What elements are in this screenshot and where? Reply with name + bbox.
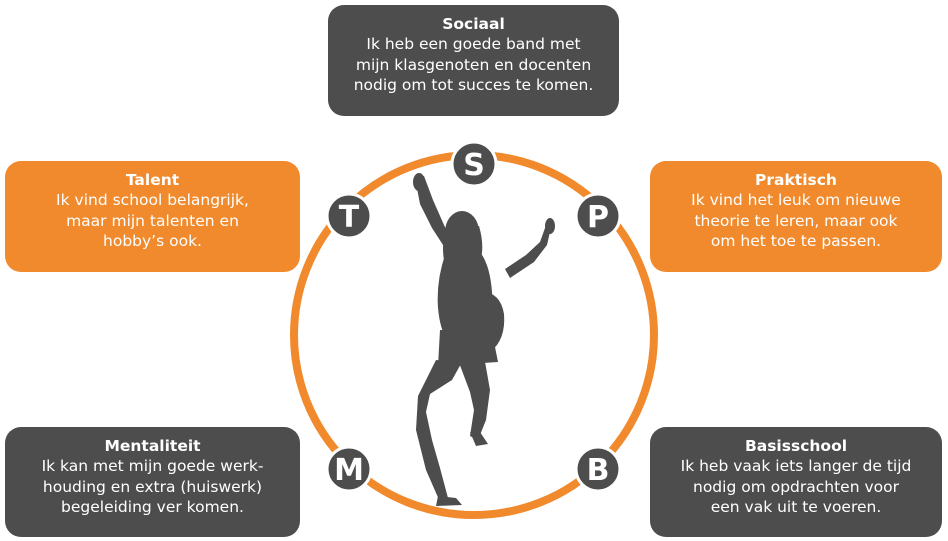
- card-talent-title: Talent: [125, 171, 180, 189]
- node-b-letter: B: [587, 453, 610, 488]
- node-t: T: [325, 192, 373, 240]
- card-basisschool-title: Basisschool: [744, 437, 848, 455]
- card-praktisch: Praktisch Ik vind het leuk om nieuwe the…: [650, 161, 942, 272]
- node-m-letter: M: [334, 453, 364, 488]
- card-basisschool: Basisschool Ik heb vaak iets langer de t…: [650, 427, 942, 537]
- node-m: M: [325, 445, 373, 493]
- card-mentaliteit-title: Mentaliteit: [104, 437, 201, 455]
- card-talent-body: Ik vind school belangrijk, maar mijn tal…: [56, 191, 249, 250]
- card-sociaal-body: Ik heb een goede band met mijn klasgenot…: [353, 35, 594, 94]
- card-mentaliteit-body: Ik kan met mijn goede werk- houding en e…: [41, 457, 264, 516]
- node-b: B: [574, 445, 622, 493]
- card-mentaliteit: Mentaliteit Ik kan met mijn goede werk- …: [5, 427, 300, 537]
- card-praktisch-title: Praktisch: [755, 171, 837, 189]
- node-s: S: [450, 140, 498, 188]
- node-p-letter: P: [587, 200, 609, 235]
- card-sociaal: Sociaal Ik heb een goede band met mijn k…: [328, 5, 619, 116]
- card-praktisch-body: Ik vind het leuk om nieuwe theorie te le…: [691, 191, 901, 250]
- node-t-letter: T: [339, 200, 360, 235]
- card-basisschool-body: Ik heb vaak iets langer de tijd nodig om…: [680, 457, 912, 516]
- node-p: P: [574, 192, 622, 240]
- card-talent: Talent Ik vind school belangrijk, maar m…: [5, 161, 300, 272]
- card-sociaal-title: Sociaal: [442, 15, 505, 33]
- cheering-person-silhouette-icon: [413, 173, 555, 506]
- node-s-letter: S: [463, 148, 485, 183]
